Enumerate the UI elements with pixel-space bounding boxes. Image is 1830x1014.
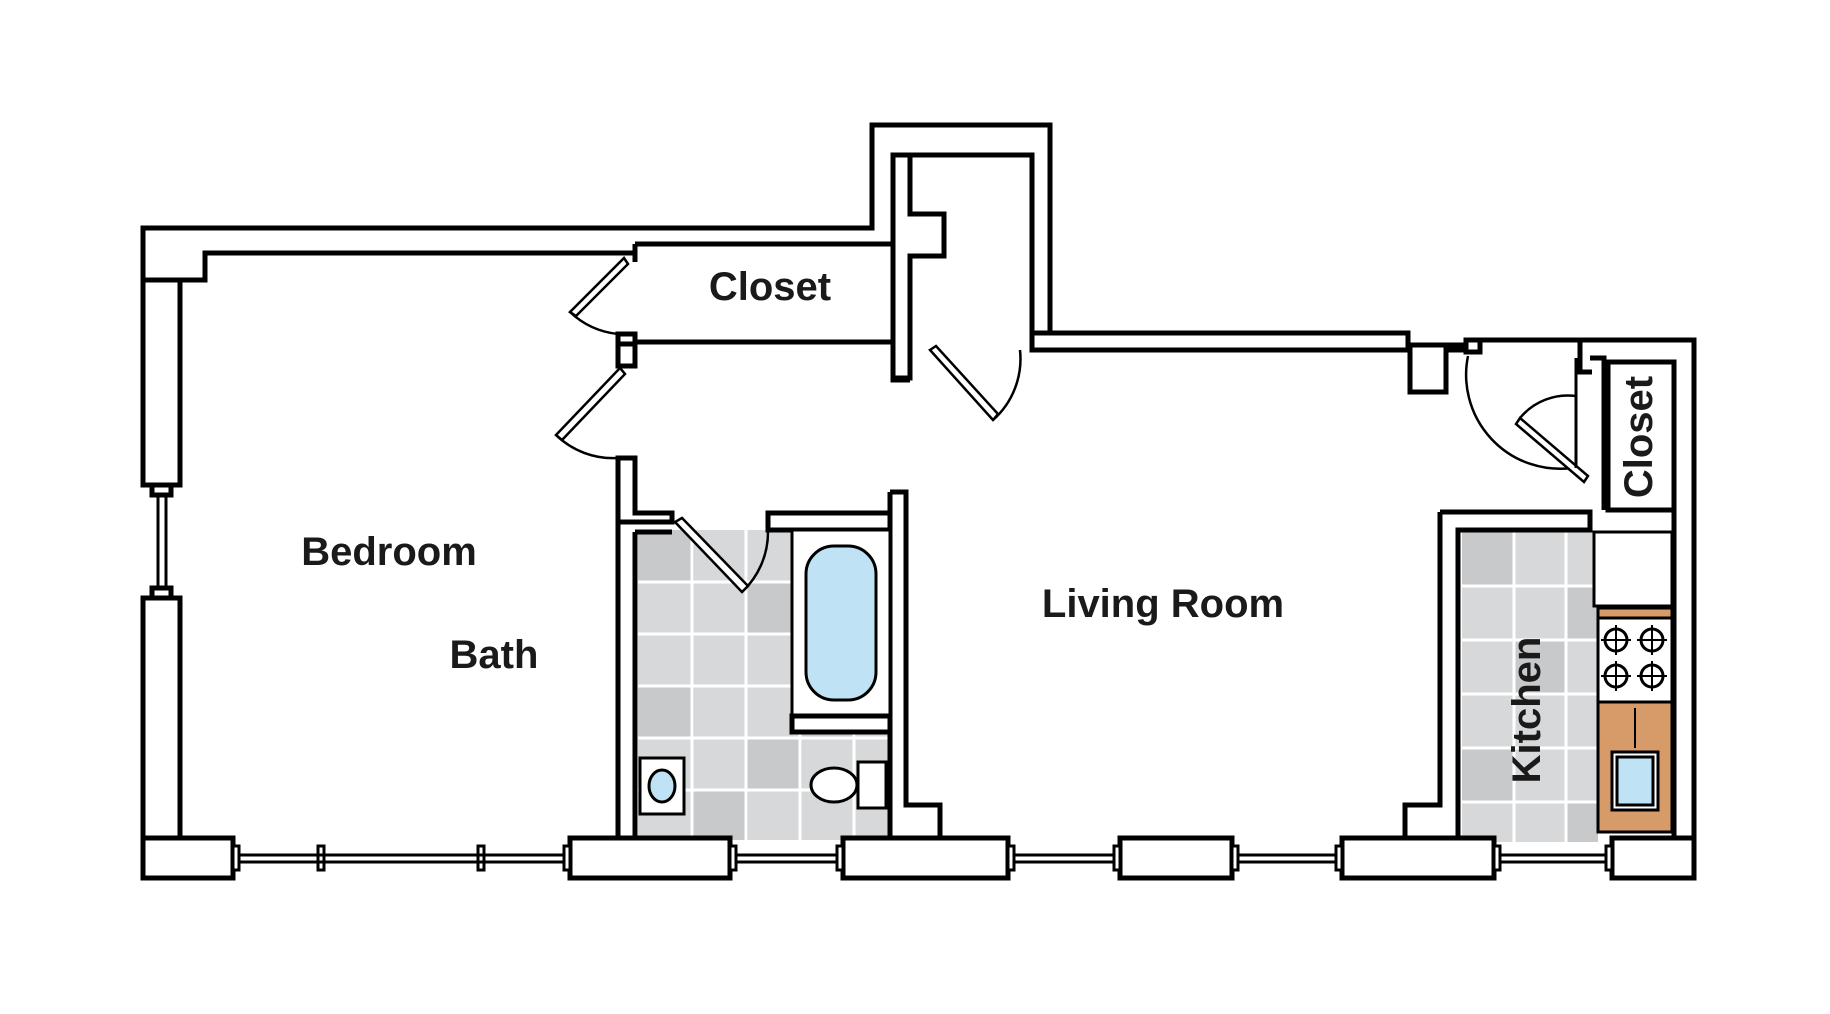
closet-top-label: Closet — [709, 265, 831, 309]
kitchen-sink — [1610, 708, 1660, 812]
bathtub — [790, 528, 892, 718]
refrigerator — [1592, 530, 1674, 608]
bedroom-door — [554, 341, 638, 460]
living-room-label: Living Room — [1042, 582, 1284, 626]
kitchen-label: Kitchen — [1505, 637, 1549, 784]
entry-door — [1463, 337, 1573, 470]
bath-sink — [638, 756, 686, 816]
doors — [554, 256, 1590, 594]
hall-door — [928, 344, 1022, 422]
right-closet-door — [1514, 358, 1590, 484]
stove — [1596, 616, 1674, 704]
windows — [231, 844, 1614, 872]
exterior-walls — [140, 122, 1697, 879]
toilet — [809, 760, 888, 810]
bedroom-label: Bedroom — [301, 530, 477, 574]
kitchen-tile-floor — [1462, 532, 1598, 842]
bath-label: Bath — [450, 633, 539, 677]
closet-door — [568, 256, 638, 347]
tub-wall — [789, 713, 893, 735]
bottom-wall — [140, 835, 1697, 881]
bath-door — [672, 516, 770, 594]
closet-right-label: Closet — [1617, 376, 1661, 498]
